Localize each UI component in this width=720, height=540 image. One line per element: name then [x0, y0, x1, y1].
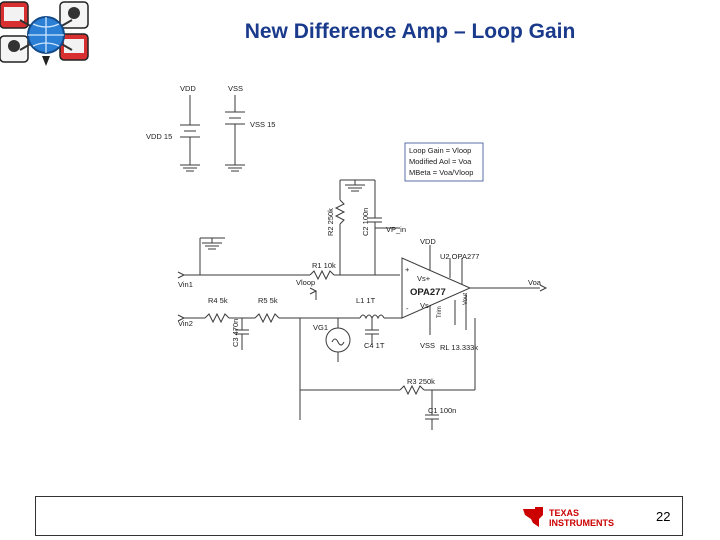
- u2-label: U2 OPA277: [440, 252, 479, 261]
- vdd-node-label: VDD: [180, 84, 196, 93]
- vdd-opamp-label: VDD: [420, 237, 436, 246]
- r2-label: R2 250k: [326, 208, 335, 236]
- rl-label: RL 13.333k: [440, 343, 478, 352]
- c1-label: C1 100n: [428, 406, 456, 415]
- slide-title: New Difference Amp – Loop Gain: [244, 20, 576, 43]
- legend-modified-aol: Modified Aol = Voa: [409, 157, 472, 166]
- vg1-label: VG1: [313, 323, 328, 332]
- opamp-vout-label: Vout: [463, 293, 469, 305]
- legend-box: [404, 142, 484, 182]
- opamp-plus-sign: +: [405, 265, 410, 274]
- opamp-vs-minus: Vs-: [420, 301, 432, 310]
- opamp-vs-plus: Vs+: [417, 274, 431, 283]
- texas-instruments-logo-icon: TEXAS INSTRUMENTS: [523, 507, 614, 528]
- page-number: 22: [656, 509, 671, 524]
- vdd-source-label: VDD 15: [146, 132, 172, 141]
- r3-label: R3 250k: [407, 377, 435, 386]
- r5-label: R5 5k: [258, 296, 278, 305]
- legend-mbeta: MBeta = Voa/Vloop: [409, 168, 473, 177]
- vss-node-label: VSS: [228, 84, 243, 93]
- opamp-name: OPA277: [410, 287, 446, 298]
- opamp-trim-label: Trim: [437, 306, 443, 318]
- voa-label: Voa: [528, 278, 542, 287]
- l1-label: L1 1T: [356, 296, 376, 305]
- opamp-minus-sign: -: [406, 304, 409, 313]
- network-globe-logo-icon: [0, 1, 89, 66]
- c3-label: C3 470n: [231, 319, 240, 347]
- vin1-label: Vin1: [178, 280, 193, 289]
- vin2-label: Vin2: [178, 319, 193, 328]
- vp-in-label: VP_in: [386, 225, 406, 234]
- vss-source-label: VSS 15: [250, 120, 275, 129]
- c4-label: C4 1T: [364, 341, 385, 350]
- ti-state-mark-icon: [523, 507, 543, 527]
- c2-label: C2 100n: [361, 208, 370, 236]
- legend-loop-gain: Loop Gain = Vloop: [409, 146, 471, 155]
- vloop-label: Vloop: [296, 278, 315, 287]
- r1-label: R1 10k: [312, 261, 336, 270]
- slide-footer: TEXAS INSTRUMENTS 22: [35, 496, 683, 536]
- ti-name-line1: TEXAS: [549, 508, 579, 518]
- r4-label: R4 5k: [208, 296, 228, 305]
- vss-opamp-label: VSS: [420, 341, 435, 350]
- ti-name-line2: INSTRUMENTS: [549, 518, 614, 528]
